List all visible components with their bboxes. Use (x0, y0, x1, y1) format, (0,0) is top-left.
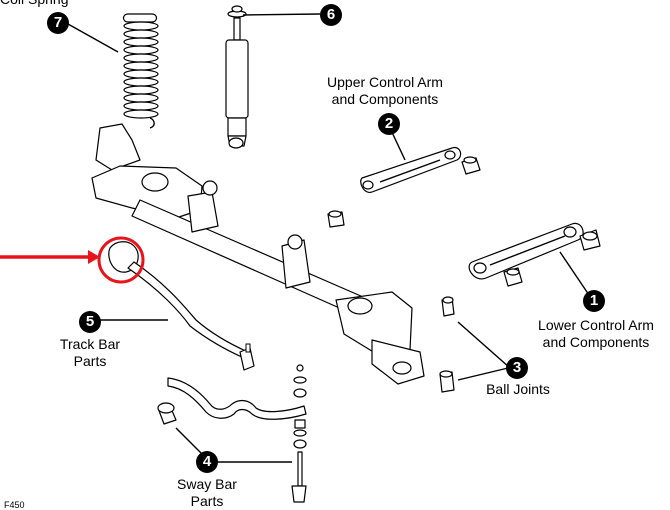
sway-bar-label-line2: Parts (190, 493, 224, 509)
spring-coil (123, 61, 159, 71)
ball-joints-illustration (439, 296, 455, 393)
lower-control-arm-illustration (468, 222, 601, 287)
spring-coil (123, 109, 159, 119)
spring-coil (123, 29, 159, 39)
upper-control-arm-label: Upper Control Arm and Components (312, 74, 458, 108)
figure-id: F450 (4, 500, 25, 510)
callout-badge-7: 7 (47, 12, 69, 34)
spring-coil (123, 93, 159, 103)
coil-spring-illustration (122, 13, 159, 129)
red-pointer-arrow (0, 250, 100, 264)
coil-spring-label: Coil Spring (0, 0, 68, 8)
sway-bar-label: Sway Bar Parts (168, 476, 246, 510)
spring-coil (123, 37, 159, 47)
spring-coil (123, 69, 159, 79)
track-bar-label-line1: Track Bar (59, 336, 121, 352)
spring-coil (123, 45, 159, 55)
lower-control-arm-label: Lower Control Arm and Components (526, 317, 666, 351)
lower-control-arm-label-line2: and Components (542, 334, 650, 350)
axle-housing-illustration (91, 123, 425, 385)
sway-bar-link-illustration (291, 364, 307, 503)
spring-coil (123, 77, 159, 87)
spring-coil (123, 85, 159, 95)
sway-bar-label-line1: Sway Bar (177, 476, 237, 492)
sway-bar-illustration (157, 377, 307, 425)
spring-coil (123, 53, 159, 63)
spring-coil (123, 21, 159, 31)
callout-badge-2: 2 (378, 113, 400, 135)
upper-control-arm-label-line2: and Components (331, 91, 439, 107)
track-bar-label: Track Bar Parts (48, 336, 132, 370)
upper-control-arm-label-line1: Upper Control Arm (327, 74, 443, 90)
callout-badge-3: 3 (506, 357, 528, 379)
lower-control-arm-label-line1: Lower Control Arm (538, 317, 654, 333)
callout-badge-4: 4 (196, 451, 218, 473)
shock-absorber-illustration (225, 5, 249, 149)
track-bar-illustration (108, 241, 255, 371)
ball-joints-label: Ball Joints (486, 381, 550, 397)
callout-badge-6: 6 (320, 4, 342, 26)
bushing-illustration (327, 210, 345, 228)
upper-control-arm-illustration (360, 146, 481, 194)
spring-coil (123, 101, 159, 111)
callout-badge-1: 1 (583, 290, 605, 312)
highlight-circle (97, 236, 145, 284)
track-bar-label-line2: Parts (73, 353, 107, 369)
callout-badge-5: 5 (79, 311, 101, 333)
